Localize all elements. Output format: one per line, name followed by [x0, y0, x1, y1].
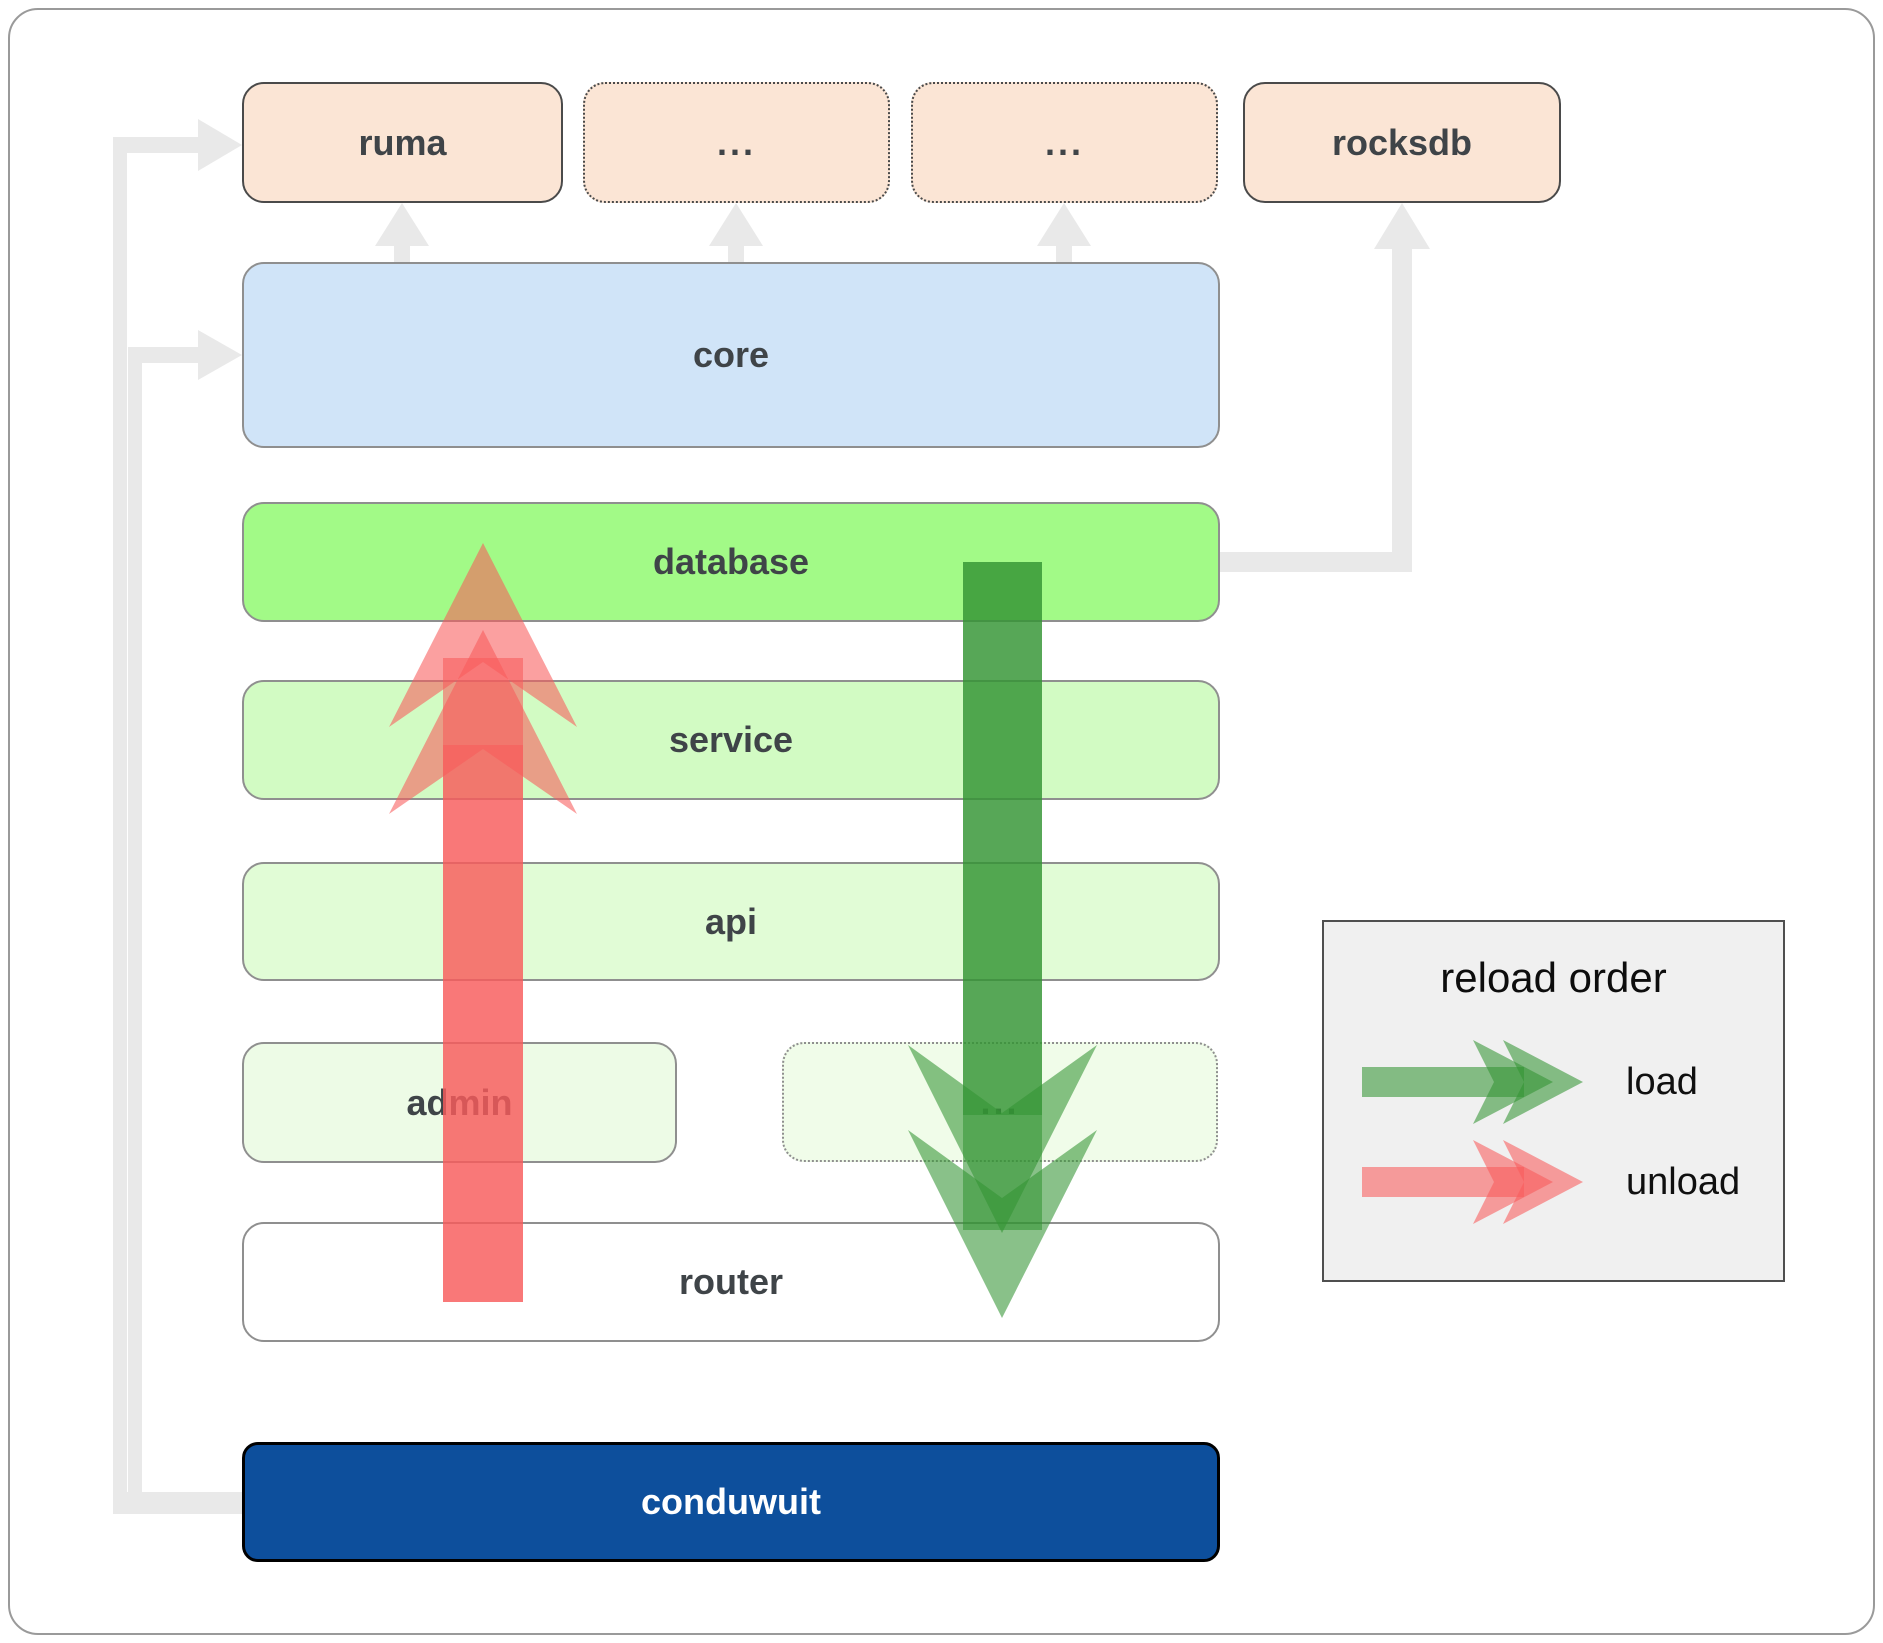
legend-title: reload order [1440, 954, 1667, 1001]
node-api: api [242, 862, 1220, 981]
legend-load-label: load [1626, 1061, 1698, 1103]
node-ruma: ruma [242, 82, 563, 203]
node-rocksdb-label: rocksdb [1331, 121, 1473, 163]
node-ellipsis-3: ... [782, 1042, 1218, 1162]
node-ruma-label: ruma [358, 121, 447, 163]
node-core-label: core [692, 334, 770, 375]
node-ellipsis-1: ... [583, 82, 890, 203]
node-router: router [242, 1222, 1220, 1342]
node-database-label: database [652, 541, 810, 582]
node-database: database [242, 502, 1220, 622]
node-conduwuit: conduwuit [242, 1442, 1220, 1562]
node-admin: admin [242, 1042, 677, 1163]
node-ellipsis-1-label: ... [716, 121, 756, 163]
node-conduwuit-label: conduwuit [641, 1481, 821, 1522]
node-api-label: api [704, 900, 757, 942]
diagram-frame [8, 8, 1875, 1635]
node-admin-label: admin [406, 1081, 513, 1123]
node-service-label: service [668, 719, 794, 760]
node-rocksdb: rocksdb [1243, 82, 1561, 203]
node-ellipsis-3-label: ... [980, 1081, 1020, 1122]
node-router-label: router [678, 1261, 783, 1302]
node-core: core [242, 262, 1220, 448]
node-ellipsis-2: ... [911, 82, 1218, 203]
node-service: service [242, 680, 1220, 800]
legend-unload-label: unload [1626, 1161, 1741, 1203]
node-ellipsis-2-label: ... [1044, 121, 1084, 163]
